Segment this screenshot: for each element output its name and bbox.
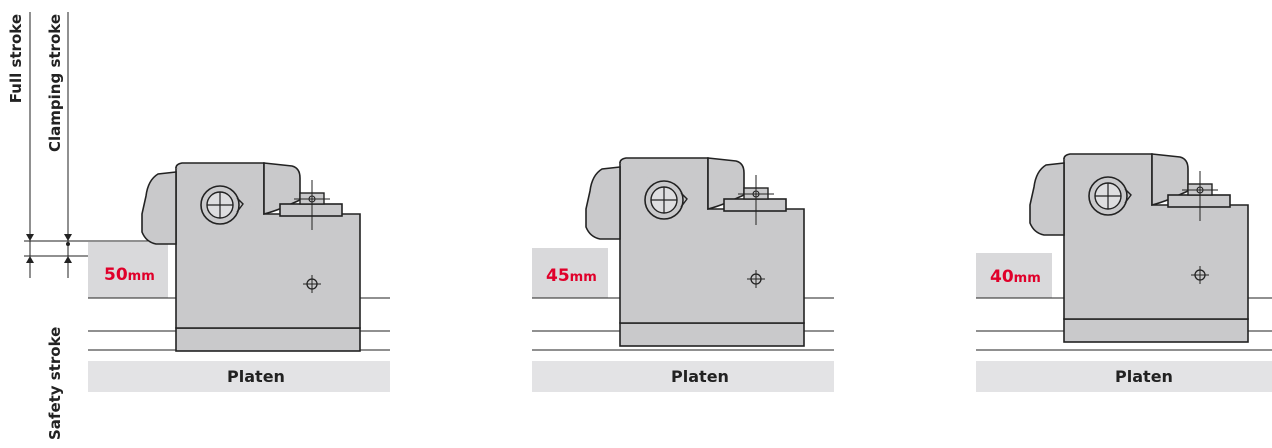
- dimension-label-2: 45mm: [546, 266, 597, 286]
- clamp-2: [585, 157, 805, 347]
- stroke-dimensions: Full stroke Clamping stroke Safety strok…: [7, 12, 150, 440]
- platen-3: [976, 361, 1272, 392]
- panel-2: Platen 45mm: [532, 157, 834, 392]
- clamp-pad-3: [976, 253, 1052, 298]
- clamping-stroke-label: Clamping stroke: [46, 14, 64, 152]
- clamp-3: [1029, 153, 1249, 343]
- platen-2: [532, 361, 834, 392]
- clamp-pad-2: [532, 248, 608, 298]
- platen-1: [88, 361, 390, 392]
- dimension-label-1: 50mm: [104, 265, 155, 285]
- safety-stroke-label: Safety stroke: [46, 327, 64, 440]
- dimension-value-2: 45: [546, 266, 570, 286]
- panel-3: Platen 40mm: [976, 153, 1272, 392]
- platen-label-2: Platen: [671, 367, 729, 386]
- full-stroke-label: Full stroke: [7, 14, 25, 103]
- dimension-unit-2: mm: [570, 270, 597, 285]
- clamp-pad-1: [88, 242, 168, 298]
- clamp-1: [141, 162, 361, 352]
- dimension-unit-3: mm: [1014, 271, 1041, 286]
- dimension-unit-1: mm: [128, 269, 155, 284]
- platen-label-1: Platen: [227, 367, 285, 386]
- panel-1: Platen 50mm: [88, 162, 390, 392]
- platen-label-3: Platen: [1115, 367, 1173, 386]
- dimension-value-1: 50: [104, 265, 128, 285]
- dimension-value-3: 40: [990, 267, 1014, 287]
- dimension-label-3: 40mm: [990, 267, 1041, 287]
